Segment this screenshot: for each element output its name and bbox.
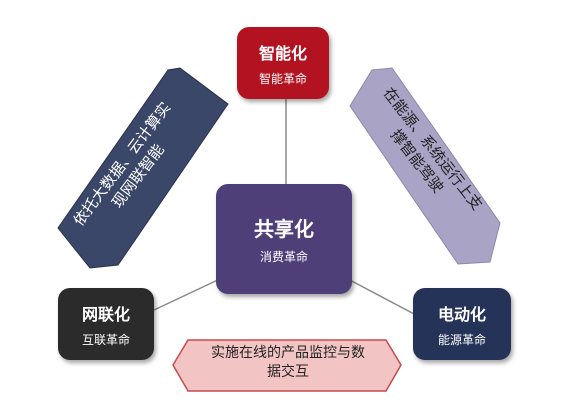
node-electrification: 电动化 能源革命 [413,288,511,360]
node-electrification-title: 电动化 [437,304,486,324]
node-sharing-subtitle: 消费革命 [259,250,308,264]
node-electrification-subtitle: 能源革命 [437,332,486,347]
connector-right [345,277,417,316]
arrow-bottom-text: 实施在线的产品监控与数 据交互 [188,344,388,382]
arrow-left-shape [57,67,229,269]
arrow-bottom-line1: 实施在线的产品监控与数 [211,345,365,361]
arrow-right-shape [349,67,501,265]
node-intelligence: 智能化 智能革命 [237,27,329,99]
node-sharing: 共享化 消费革命 [216,184,352,294]
node-connectivity: 网联化 互联革命 [58,288,154,360]
node-intelligence-title: 智能化 [258,43,307,63]
node-sharing-title: 共享化 [254,217,314,241]
node-connectivity-subtitle: 互联革命 [81,332,130,347]
node-intelligence-subtitle: 智能革命 [258,71,307,86]
arrow-bottom-line2: 据交互 [267,364,309,380]
node-connectivity-title: 网联化 [81,304,130,324]
connector-left [153,277,223,311]
arrow-bottom-shape [172,339,402,392]
